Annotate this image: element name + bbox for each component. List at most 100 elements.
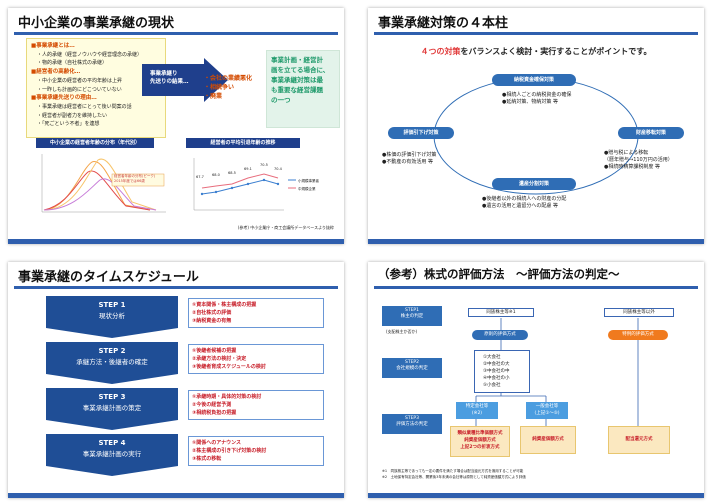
footnotes: ※1 同族株主等であっても一定の要件を満たす場合は配当還元方式を適用することが可… (382, 468, 526, 480)
size-item: ①大会社 (483, 355, 501, 360)
step-arrow-shape (46, 342, 178, 384)
pillar-estate-notes: ●後継者以外の相続人への財産の分配 ●遺言の活用と遺留分への配慮 等 (482, 196, 566, 210)
key-message-box: 事業計画・経営計 画を立てる場合に、 事業承継対策は最 も重要な経営課題 の一つ (266, 50, 340, 128)
pillar-note: ●相続人ごとの納税資金の確保 (502, 92, 572, 98)
cycle-ring (433, 77, 639, 195)
step-arrow-shape (46, 388, 178, 430)
chart2-value: 70.5 (260, 163, 268, 167)
pillar-estate-division: 遺産分割対策 (492, 178, 576, 190)
slide-2[interactable]: 事業承継対策の４本柱 ４つの対策をバランスよく検討・実行することがポイントです。… (368, 8, 704, 244)
step-head: STEP 1 (98, 301, 126, 309)
pillar-note: ●相続時精算課税制度 等 (604, 164, 660, 170)
arrow-text-1: 事業承継り (150, 71, 178, 77)
headline-text: をバランスよく検討・実行することがポイントです。 (460, 47, 652, 56)
step-title: STEP2 (404, 360, 420, 365)
special-co-sub: (※2) (471, 411, 483, 416)
step-arrow-shape (46, 296, 178, 338)
pillar-valuation: 評価引下げ対策 (388, 127, 454, 139)
pillar-note: ●遺言の活用と遺留分への配慮 等 (482, 203, 558, 209)
footer-bar (8, 493, 344, 498)
pillar-transfer: 財産移転対策 (618, 127, 684, 139)
results-list: ・会社の業績悪化 ・相続争い ・廃業 (204, 74, 252, 101)
step-head: STEP 4 (98, 439, 126, 447)
step-title: STEP3 (404, 416, 420, 421)
bullet-heading: ■事業承継とは… (31, 43, 75, 49)
key-message-line: 事業計画・経営計 (271, 56, 323, 64)
chart1-label: 中小企業の経営者年齢の分布（年代別） (36, 138, 154, 148)
step-body: 承継方法・後継者の確定 (76, 358, 148, 366)
pillar-tax-notes: ●相続人ごとの納税資金の確保 ●延納対策、物納対策 等 (502, 92, 571, 106)
step-body: 現状分析 (99, 312, 125, 320)
pillar-note: ●不動産の有効活用 等 (382, 159, 433, 165)
tag-principle: 原則的評価方式 (472, 330, 528, 340)
step-sub: 株主の判定 (400, 314, 424, 319)
step-head: STEP 2 (98, 347, 126, 355)
legend-item: 中規模企業 (298, 187, 316, 191)
method-line: 上記2つの折衷方式 (460, 445, 500, 450)
result-item: ・相続争い (204, 84, 235, 91)
slide-2-title: 事業承継対策の４本柱 (378, 16, 509, 31)
chart2-value: 68.0 (212, 173, 220, 177)
chart2-value: 69.1 (244, 167, 252, 171)
chart2-value: 68.5 (228, 171, 236, 175)
eval-step-2: STEP2 会社規模の判定 (382, 358, 442, 378)
bullet-item: ・中小企業の経営者の平均年齢は上昇 (37, 77, 123, 84)
step-sub: 評価方法の判定 (396, 422, 428, 427)
result-arrow (142, 58, 228, 102)
step-body: 事業承継計画の策定 (82, 404, 142, 412)
slide-4[interactable]: （参考）株式の評価方法 ～評価方法の判定～ STEP1 株主の判定 (支配株主か… (368, 262, 704, 498)
chart1-note: 2015年度では66歳 (114, 179, 145, 183)
retirement-age-chart (193, 158, 296, 211)
flow-connectors (475, 318, 639, 426)
step-task: ②今後の経営予測 (192, 402, 232, 408)
slide-1[interactable]: 中小企業の事業承継の現状 ■事業承継とは…・人的承継（経営ノウハウや経営理念の承… (8, 8, 344, 244)
method-b-box: 純資産価額方式 (520, 426, 576, 454)
bullet-heading: ■経営者の高齢化… (31, 69, 81, 76)
step-sub: 会社規模の判定 (396, 366, 428, 371)
method-a-box: 類似業種比準価額方式 純資産価額方式 上記2つの折衷方式 (450, 426, 510, 457)
step-task: ②自社株式の評価 (192, 310, 232, 316)
step-body: 事業承継計画の実行 (82, 450, 142, 458)
step-task: ②株主構成の引き下げ対策の検討 (192, 448, 267, 454)
bullet-item: ・経営者が副者力を維持したい (37, 112, 108, 119)
general-co-label: 一般会社等 (535, 404, 559, 409)
step-task: ③相続税負担の把握 (192, 410, 237, 416)
pillar-note: ●延納対策、物納対策 等 (502, 99, 558, 105)
step-note: (支配株主か否か) (386, 329, 418, 334)
headline: ４つの対策をバランスよく検討・実行することがポイントです。 (368, 46, 704, 57)
age-distribution-chart (41, 154, 166, 213)
step-task: ③納税資金の有無 (192, 318, 232, 324)
pillar-tax-funds: 納税資金確保対策 (492, 74, 576, 86)
size-item: ③中会社の中 (483, 369, 510, 374)
step-task: ①後継者候補の把握 (192, 348, 237, 354)
timeline-step-2: STEP 2 承継方法・後継者の確定 (46, 346, 178, 384)
slide-1-title: 中小企業の事業承継の現状 (18, 16, 175, 31)
step-title: STEP1 (404, 308, 420, 313)
chart2-value: 70.4 (274, 167, 282, 171)
chart2-value: 67.7 (196, 175, 204, 179)
chart1-note: 経営者年齢の分布(ピーク) (114, 174, 156, 178)
box-family-shareholders: 同族株主等※1 (468, 308, 534, 317)
pillar-note: ●株価の評価引下げ対策 (382, 152, 437, 158)
special-company-box: 特定会社等 (※2) (456, 402, 498, 419)
step-head: STEP 3 (98, 393, 126, 401)
bullet-item: ・一昨しも計画的にどこついていない (37, 86, 122, 93)
result-item: ・廃業 (204, 93, 223, 100)
size-item: ②中会社の大 (483, 362, 510, 367)
tag-special: 特例的評価方式 (608, 330, 668, 340)
legend-item: 小規模事業者 (298, 179, 319, 183)
slide-4-title: （参考）株式の評価方法 ～評価方法の判定～ (378, 267, 620, 281)
key-message-line: 事業承継対策は最 (271, 76, 323, 84)
footer-bar (8, 239, 344, 244)
company-size-box: ①大会社 ②中会社の大 ③中会社の中 ④中会社の小 ⑤小会社 (474, 350, 530, 393)
eval-step-3: STEP3 評価方法の判定 (382, 414, 442, 434)
step-arrow-shape (46, 434, 178, 476)
pillar-note: （暦年贈与→110万円の活用） (604, 157, 673, 163)
timeline-step-4: STEP 4 事業承継計画の実行 (46, 438, 178, 476)
general-co-sub: (上記①～⑤) (534, 411, 560, 416)
size-item: ④中会社の小 (483, 376, 510, 381)
